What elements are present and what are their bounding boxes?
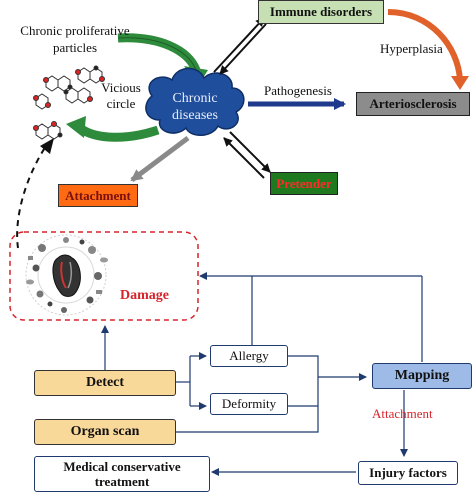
green-return-arrow (77, 124, 160, 142)
damage-label: Damage (120, 288, 169, 303)
chronic-diseases-label: Chronic diseases (172, 91, 218, 123)
pathogenesis-label: Pathogenesis (264, 83, 332, 98)
mapping-box: Mapping (372, 363, 472, 389)
arteriosclerosis-box: Arteriosclerosis (356, 92, 470, 116)
medical-treatment-box: Medical conservative treatment (34, 456, 210, 492)
immune-disorders-box: Immune disorders (258, 0, 384, 24)
attachment-bottom-label: Attachment (372, 406, 433, 421)
green-return-arrowhead (66, 116, 86, 138)
dashed-feedback-arrow (16, 145, 47, 249)
orange-hyperplasia-arrow (387, 9, 463, 81)
molecule-icon (33, 65, 105, 140)
attachment-top-box: Attachment (58, 184, 138, 207)
chronic-diseases-cloud (145, 67, 245, 136)
detect-box: Detect (34, 370, 176, 396)
deformity-box: Deformity (210, 393, 288, 415)
pretender-box: Pretender (270, 172, 338, 195)
damage-box (9, 231, 199, 321)
organ-scan-box: Organ scan (34, 419, 176, 445)
vicious-circle-label: Vicious circle (101, 80, 141, 111)
injury-factors-box: Injury factors (358, 461, 458, 485)
organ-cell-icon (25, 234, 108, 316)
chronic-particles-label: Chronic proliferative particles (20, 23, 130, 55)
allergy-box: Allergy (210, 345, 288, 367)
hyperplasia-label: Hyperplasia (380, 41, 443, 56)
